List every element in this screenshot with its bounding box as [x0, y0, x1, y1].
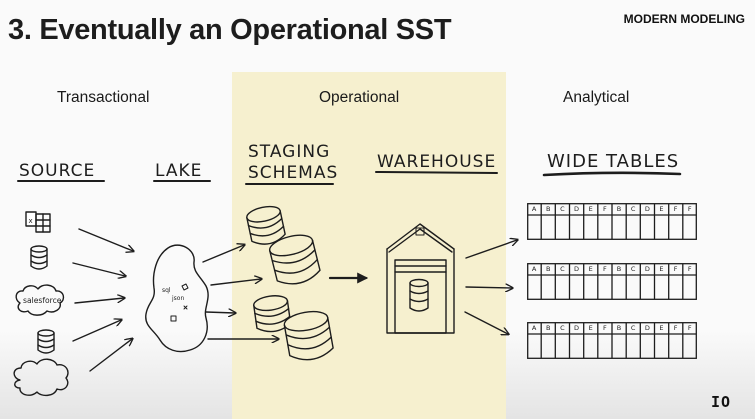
salesforce-cloud-icon: [15, 284, 65, 316]
wide-table-3-header-c2: C: [630, 324, 636, 332]
wide-table-3: A B C D E F B C D E F F: [527, 322, 697, 359]
stage-label-warehouse: WAREHOUSE: [377, 152, 497, 172]
zone-label-analytical: Analytical: [563, 89, 630, 106]
wide-table-1-header-a: A: [531, 205, 537, 213]
staging-database-icon-4: [283, 310, 334, 361]
lake-scribble-marks: [170, 283, 189, 322]
cloud-icon: [13, 358, 69, 397]
arrow-source-lake-3: [74, 298, 124, 304]
wide-table-3-header-d2: D: [644, 324, 650, 332]
wide-table-1-header-b2: B: [616, 205, 622, 213]
arrow-source-lake-5: [89, 339, 132, 372]
wide-tables-underline: [542, 171, 682, 177]
salesforce-text: salesforce: [23, 296, 62, 305]
wide-table-3-header-e: E: [588, 324, 593, 332]
arrow-source-lake-2: [72, 262, 125, 276]
wide-table-1-header-d2: D: [644, 205, 650, 213]
warehouse-underline: [375, 171, 498, 174]
wide-table-3-header-b: B: [546, 324, 551, 332]
wide-table-2-header-f: F: [602, 265, 607, 273]
wide-table-3-header-f2: F: [673, 324, 678, 332]
stage-label-staging-line2: SCHEMAS: [248, 163, 339, 183]
wide-table-1-header-f2: F: [673, 205, 678, 213]
wide-table-1-header-f: F: [602, 205, 607, 213]
lake-scribble-2: json: [171, 295, 184, 302]
zone-label-operational: Operational: [319, 89, 400, 106]
wide-table-2: A B C D E F B C D E F F: [527, 263, 697, 300]
lake-blob: [145, 244, 209, 353]
wide-table-1-header-c2: C: [630, 205, 636, 213]
stage-label-wide-tables: WIDE TABLES: [547, 151, 680, 172]
wide-table-3-header-a: A: [531, 324, 537, 332]
stage-label-staging-line1: STAGING: [248, 142, 331, 162]
wide-table-2-header-d2: D: [644, 265, 650, 273]
corner-logo: IO: [710, 393, 731, 411]
stage-label-source: SOURCE: [19, 161, 96, 181]
brand-label: MODERN MODELING: [623, 12, 745, 26]
spreadsheet-mark: x: [29, 217, 33, 225]
source-database-icon-2: [37, 329, 55, 354]
wide-table-3-header-b2: B: [616, 324, 622, 332]
arrow-warehouse-wide-2: [465, 287, 512, 288]
staging-database-icon-2: [268, 234, 321, 285]
wide-table-1-header-d: D: [574, 205, 580, 213]
wide-table-3-header-d: D: [574, 324, 580, 332]
wide-table-2-header-e: E: [588, 265, 593, 273]
wide-table-3-header-c: C: [560, 324, 565, 332]
wide-table-1-header-e: E: [588, 205, 593, 213]
wide-table-2-header-c: C: [560, 265, 565, 273]
zone-label-transactional: Transactional: [57, 89, 150, 106]
wide-table-3-header-e2: E: [659, 324, 664, 332]
lake-scribble-1: sql: [162, 287, 171, 294]
wide-table-1-header-e2: E: [659, 205, 664, 213]
wide-table-2-header-c2: C: [630, 265, 636, 273]
warehouse-icon: [386, 223, 455, 334]
wide-table-1-header-b: B: [546, 205, 551, 213]
arrow-lake-staging-3: [205, 312, 235, 313]
wide-table-2-header-e2: E: [659, 265, 664, 273]
wide-table-3-header-f3: F: [687, 324, 692, 332]
arrow-lake-staging-1: [202, 245, 244, 263]
spreadsheet-icon: [25, 211, 51, 233]
arrow-warehouse-wide-1: [465, 240, 517, 259]
wide-table-2-header-b2: B: [616, 265, 622, 273]
arrow-lake-staging-2: [210, 279, 261, 286]
source-database-icon-1: [30, 245, 48, 270]
wide-table-1-header-c: C: [560, 205, 565, 213]
wide-table-2-header-f3: F: [687, 265, 692, 273]
slide-title: 3. Eventually an Operational SST: [8, 14, 452, 46]
wide-table-1: A B C D E F B C D E F F: [527, 203, 697, 240]
wide-table-1-header-f3: F: [687, 205, 692, 213]
wide-table-2-header-f2: F: [673, 265, 678, 273]
wide-table-2-header-b: B: [546, 265, 551, 273]
arrow-source-lake-1: [78, 228, 133, 251]
staging-database-icon-1: [246, 205, 286, 245]
wide-table-2-header-d: D: [574, 265, 580, 273]
arrow-warehouse-wide-3: [464, 311, 508, 334]
stage-label-lake: LAKE: [155, 161, 203, 181]
wide-table-2-header-a: A: [531, 265, 537, 273]
arrow-source-lake-4: [72, 320, 121, 342]
staging-database-icon-3: [253, 295, 292, 333]
wide-table-3-header-f: F: [602, 324, 607, 332]
